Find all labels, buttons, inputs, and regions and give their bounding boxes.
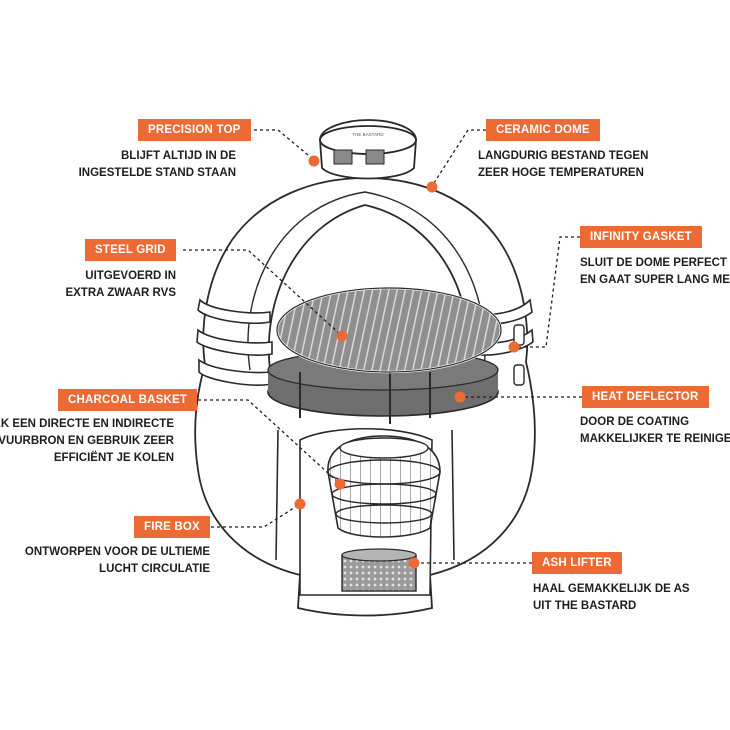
charcoal-basket	[327, 435, 441, 538]
desc-fire-box: ONTWORPEN VOOR DE ULTIEME LUCHT CIRCULAT…	[25, 544, 210, 578]
desc-line: LUCHT CIRCULATIE	[99, 563, 210, 575]
label-heat-deflector-text: HEAT DEFLECTOR	[592, 391, 699, 403]
desc-line: EXTRA ZWAAR RVS	[65, 287, 176, 299]
dot-heat-deflector	[454, 391, 466, 403]
label-fire-box: FIRE BOX	[134, 516, 210, 538]
desc-line: MAKKELIJKER TE REINIGEN	[580, 433, 730, 445]
label-infinity-gasket: INFINITY GASKET	[580, 226, 702, 248]
desc-line: VUURBRON EN GEBRUIK ZEER	[0, 435, 174, 447]
desc-ash-lifter: HAAL GEMAKKELIJK DE AS UIT THE BASTARD	[533, 581, 690, 615]
label-ceramic-dome: CERAMIC DOME	[486, 119, 600, 141]
desc-line: INGESTELDE STAND STAAN	[78, 167, 236, 179]
label-heat-deflector: HEAT DEFLECTOR	[582, 386, 709, 408]
desc-precision-top: BLIJFT ALTIJD IN DE INGESTELDE STAND STA…	[79, 148, 236, 182]
desc-line: ONTWORPEN VOOR DE ULTIEME	[24, 546, 210, 558]
label-steel-grid: STEEL GRID	[85, 239, 176, 261]
desc-line: LANGDURIG BESTAND TEGEN	[478, 150, 649, 162]
dot-ash-lifter	[408, 557, 420, 569]
precision-top-vent: THE BASTARD	[319, 119, 417, 180]
label-charcoal-basket: CHARCOAL BASKET	[58, 389, 198, 411]
desc-line: HAAL GEMAKKELIJK DE AS	[533, 583, 690, 595]
dot-infinity-gasket	[508, 341, 520, 353]
label-precision-top-text: PRECISION TOP	[148, 124, 241, 136]
desc-line: UIT THE BASTARD	[533, 600, 637, 612]
dot-precision-top	[308, 155, 320, 167]
desc-line: SLUIT DE DOME PERFECT AF	[580, 257, 730, 269]
label-precision-top: PRECISION TOP	[138, 119, 251, 141]
desc-heat-deflector: DOOR DE COATING MAKKELIJKER TE REINIGEN	[580, 414, 730, 448]
dot-steel-grid	[336, 330, 348, 342]
label-steel-grid-text: STEEL GRID	[95, 244, 166, 256]
marker-dots	[294, 155, 520, 569]
label-charcoal-basket-text: CHARCOAL BASKET	[68, 394, 188, 406]
deflector-stand	[299, 372, 431, 424]
desc-steel-grid: UITGEVOERD IN EXTRA ZWAAR RVS	[65, 268, 176, 302]
label-ash-lifter-text: ASH LIFTER	[542, 557, 612, 569]
ash-lifter	[341, 548, 417, 592]
label-ceramic-dome-text: CERAMIC DOME	[496, 124, 590, 136]
desc-charcoal-basket: MAAK EEN DIRECTE EN INDIRECTE VUURBRON E…	[0, 416, 174, 467]
desc-line: ZEER HOGE TEMPERATUREN	[478, 167, 644, 179]
desc-line: UITGEVOERD IN	[85, 270, 176, 282]
label-fire-box-text: FIRE BOX	[144, 521, 200, 533]
desc-line: MAAK EEN DIRECTE EN INDIRECTE	[0, 418, 174, 430]
dot-charcoal-basket	[334, 478, 346, 490]
dot-fire-box	[294, 498, 306, 510]
dot-ceramic-dome	[426, 181, 438, 193]
leader-ceramic-dome	[431, 129, 486, 187]
leader-infinity-gasket	[514, 236, 580, 348]
label-ash-lifter: ASH LIFTER	[532, 552, 622, 574]
label-infinity-gasket-text: INFINITY GASKET	[590, 231, 692, 243]
desc-line: EN GAAT SUPER LANG MEE	[580, 274, 730, 286]
hinge-hardware	[513, 324, 525, 386]
desc-infinity-gasket: SLUIT DE DOME PERFECT AF EN GAAT SUPER L…	[580, 255, 730, 289]
desc-line: BLIJFT ALTIJD IN DE	[121, 150, 236, 162]
desc-line: EFFICIËNT JE KOLEN	[53, 452, 174, 464]
desc-line: DOOR DE COATING	[580, 416, 690, 428]
top-vent-engraving: THE BASTARD	[352, 132, 384, 137]
desc-ceramic-dome: LANGDURIG BESTAND TEGEN ZEER HOGE TEMPER…	[478, 148, 648, 182]
